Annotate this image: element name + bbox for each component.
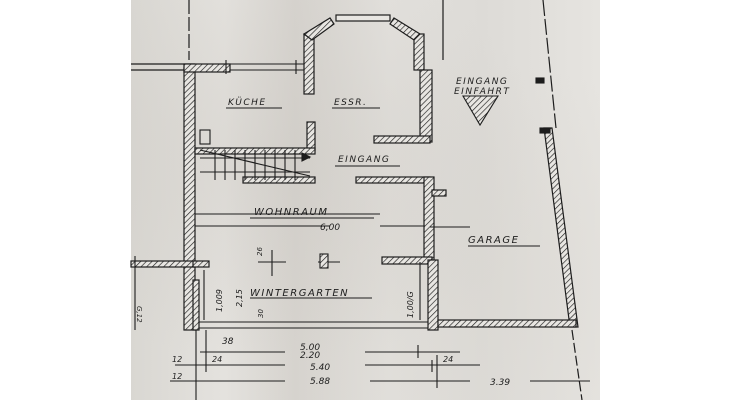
dim-right: 1,00/G (406, 291, 415, 318)
dim-24a: 24 (212, 355, 222, 364)
dim-living-width: 6,00 (320, 223, 340, 233)
dim-540: 5.40 (310, 363, 330, 373)
label-wintergarden: WINTERGARTEN (250, 288, 349, 299)
property-line-right (542, 0, 557, 129)
label-entrance: EINGANG (338, 155, 390, 165)
dim-500: 5.00 (300, 343, 320, 353)
dim-12b: 12 (172, 372, 182, 381)
label-kitchen: KÜCHE (228, 97, 267, 108)
dim-588: 5.88 (310, 377, 330, 387)
label-dining: ESSR. (334, 98, 367, 108)
dim-220: 2.20 (300, 351, 320, 361)
dim-12a: 12 (172, 355, 182, 364)
dim-339: 3.39 (490, 378, 510, 388)
walls (130, 14, 579, 331)
label-garage: GARAGE (468, 235, 519, 246)
dim-left-edge: G,12 (135, 306, 143, 323)
dim-26: 26 (256, 247, 264, 256)
dim-24b: 24 (443, 355, 453, 364)
label-entry-drive-2: EINFAHRT (454, 87, 510, 97)
label-entry-drive-1: EINGANG (456, 77, 508, 87)
dim-30: 30 (257, 309, 265, 318)
dim-38: 38 (222, 337, 234, 347)
dim-side-1009: 1,009 (215, 289, 224, 312)
label-living-room: WOHNRAUM (254, 207, 329, 218)
dim-height-215: 2,15 (235, 289, 244, 307)
